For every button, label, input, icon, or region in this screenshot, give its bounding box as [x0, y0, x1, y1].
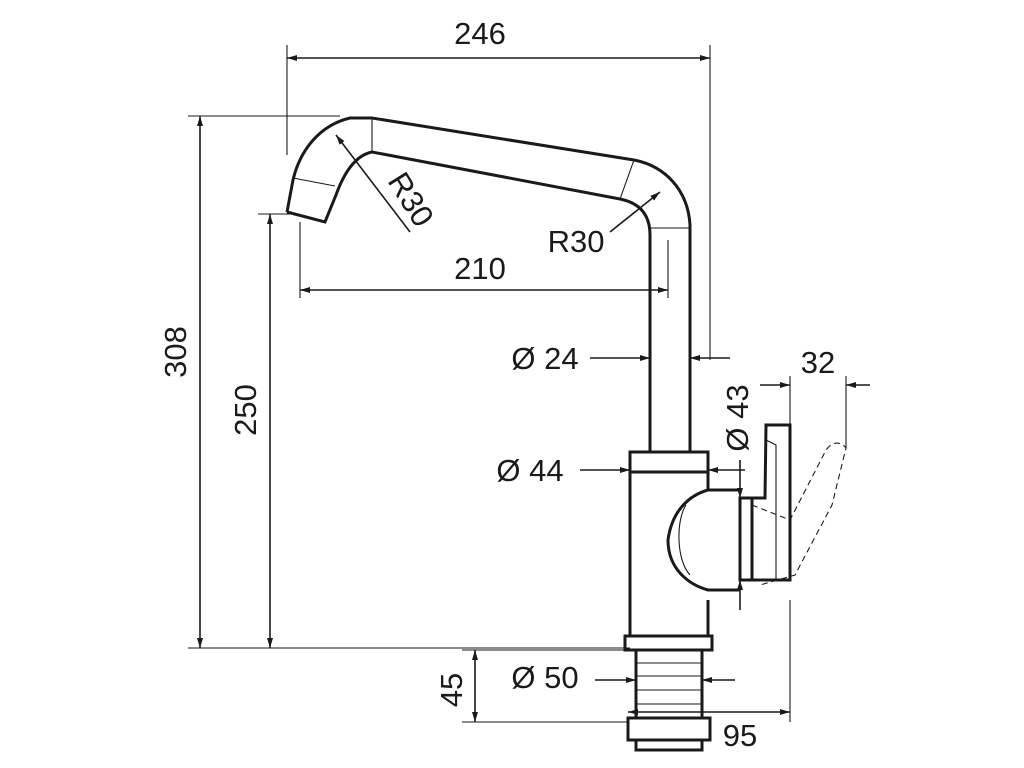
dim-diam-handle: Ø 43 [720, 384, 755, 451]
dim-shank-height: 45 [434, 673, 469, 707]
dim-width-total: 246 [454, 16, 506, 51]
dim-radius-elbow: R30 [548, 224, 605, 259]
nut [626, 716, 712, 742]
base-ring [623, 634, 714, 652]
dimension-lines [188, 45, 870, 723]
dim-reach: 210 [454, 251, 506, 286]
spout-tube-inner [286, 150, 652, 452]
dim-radius-spout: R30 [381, 166, 441, 233]
dim-diam-base: Ø 50 [511, 660, 578, 695]
shank [634, 650, 704, 720]
handle-connector [666, 488, 740, 592]
faucet-outline [285, 116, 847, 752]
dim-base-width: 95 [723, 718, 757, 753]
dim-diam-body-top: Ø 44 [496, 453, 563, 488]
lever-handle [752, 423, 792, 582]
handle-disc [738, 496, 754, 582]
dim-height-total: 308 [158, 326, 193, 378]
dim-handle-width: 32 [801, 345, 835, 380]
body-collar [628, 450, 710, 474]
dim-height-spout: 250 [228, 384, 263, 436]
dimension-labels: 246 R30 R30 210 Ø 24 Ø 44 Ø 43 32 308 25… [158, 16, 835, 753]
dim-diam-tube: Ø 24 [511, 341, 578, 376]
